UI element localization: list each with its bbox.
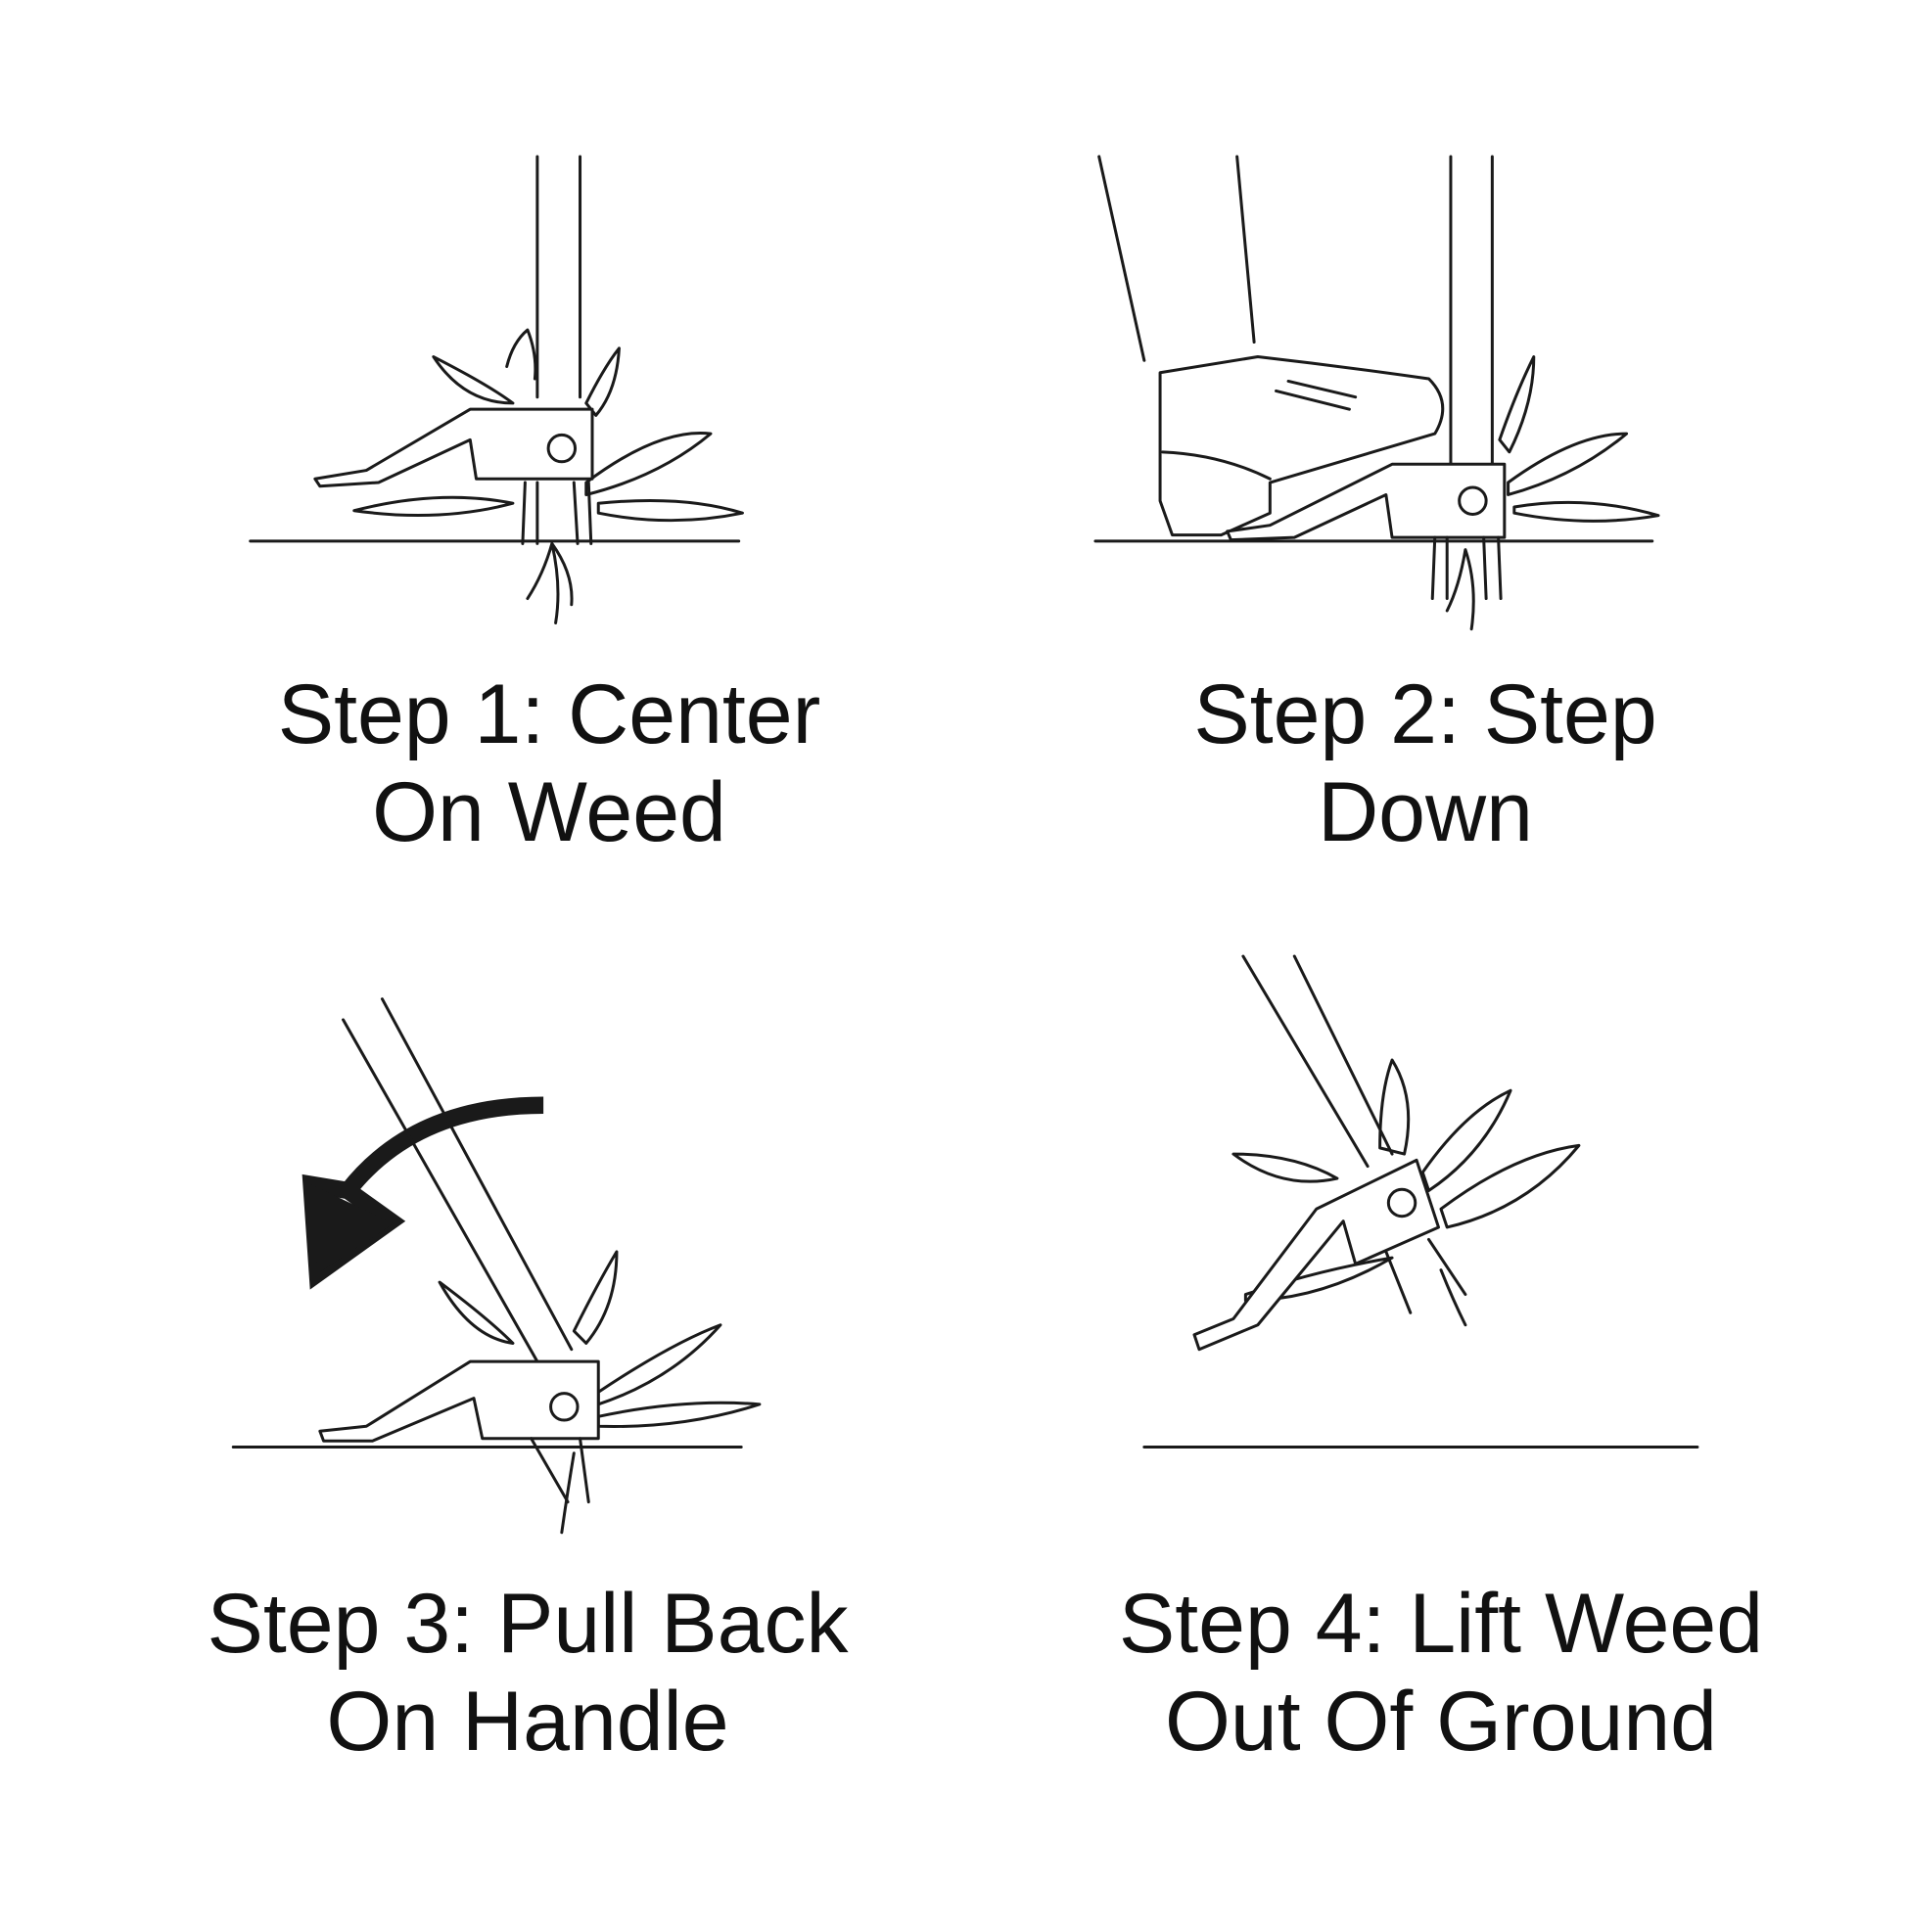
- weeder-tool: [313, 155, 594, 545]
- weed-leaves: [438, 1250, 762, 1535]
- weed-leaves: [1445, 355, 1660, 631]
- arrow-head-icon: [311, 1184, 394, 1274]
- step-3-illustration: [231, 997, 762, 1535]
- step-2-subtitle: Down: [1318, 765, 1533, 859]
- step-2-caption: Step 2: Step Down: [1034, 666, 1817, 861]
- step-3-caption: Step 3: Pull Back On Handle: [136, 1575, 919, 1771]
- step-3-title: Step 3: Pull Back: [207, 1577, 849, 1671]
- step-4-title: Step 4: Lift Weed: [1118, 1577, 1764, 1671]
- weeder-tool: [318, 997, 600, 1504]
- weed-leaves: [352, 328, 744, 624]
- weeder-tool: [1226, 155, 1507, 601]
- step-1-subtitle: On Weed: [372, 765, 726, 859]
- step-4-subtitle: Out Of Ground: [1164, 1675, 1718, 1769]
- step-2-illustration: [1093, 155, 1660, 631]
- step-4-caption: Step 4: Lift Weed Out Of Ground: [1049, 1575, 1833, 1771]
- arrow-icon: [302, 1096, 544, 1290]
- step-1-illustration: [249, 155, 744, 624]
- weeder-tool: [1192, 954, 1467, 1352]
- step-2-title: Step 2: Step: [1193, 667, 1657, 761]
- boot: [1158, 355, 1445, 537]
- leg: [1097, 155, 1256, 362]
- step-3-subtitle: On Handle: [326, 1675, 729, 1769]
- step-1-title: Step 1: Center: [277, 667, 821, 761]
- step-1-caption: Step 1: Center On Weed: [158, 666, 941, 861]
- step-4-illustration: [1142, 954, 1699, 1449]
